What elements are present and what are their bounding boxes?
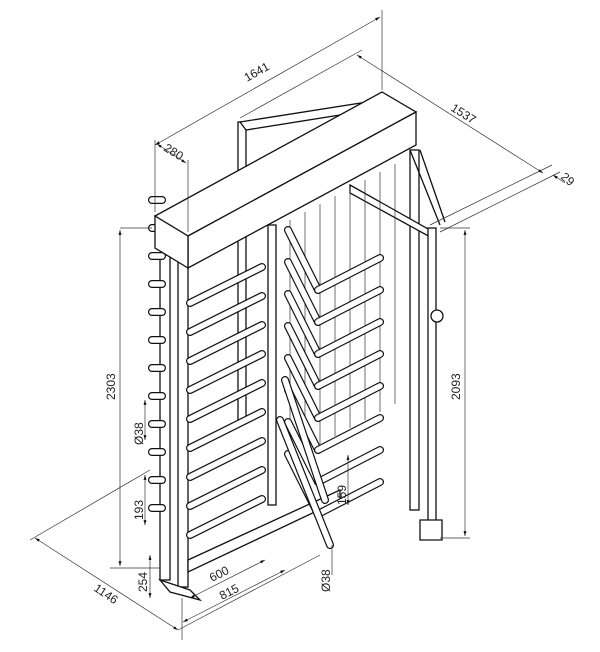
left-arm-bar-fill xyxy=(187,293,265,335)
rotor-bar-fill xyxy=(315,415,383,453)
left-arm-bar-fill xyxy=(187,496,265,538)
dim-600: 600 xyxy=(207,563,231,585)
dim-diameter-left: Ø38 xyxy=(132,422,146,445)
dim-815: 815 xyxy=(217,581,241,603)
rotor-bar-fill xyxy=(285,323,321,389)
dim-2093: 2093 xyxy=(449,373,463,400)
dim-diameter-right: Ø38 xyxy=(319,569,333,592)
left-arm-bar-fill xyxy=(187,438,265,480)
rotor-bar-fill xyxy=(315,447,383,485)
rotor-arm-bars xyxy=(276,226,384,549)
dim-193: 193 xyxy=(132,500,146,520)
left-arm-bar-fill xyxy=(187,264,265,306)
dim-1146: 1146 xyxy=(91,581,120,607)
rotor-bar-fill xyxy=(285,355,321,421)
dim-254: 254 xyxy=(136,572,150,592)
rotor-bar-fill xyxy=(315,255,383,293)
rotor-bar-fill xyxy=(315,351,383,389)
left-arm-bars xyxy=(186,263,266,539)
rotor-bar-lower-fill xyxy=(277,417,333,548)
dim-280: 280 xyxy=(161,141,186,164)
left-arm-bar-fill xyxy=(187,351,265,393)
rotor-bar-fill xyxy=(315,319,383,357)
rotor-bar-fill xyxy=(315,383,383,421)
left-arm-bar-fill xyxy=(187,322,265,364)
rotor-bar-fill xyxy=(285,227,321,293)
dim-159: 159 xyxy=(335,485,349,505)
rotor-bar-fill xyxy=(315,287,383,325)
left-arm-bar-fill xyxy=(187,380,265,422)
dim-2303: 2303 xyxy=(104,373,118,400)
rotor-bar-fill xyxy=(285,259,321,325)
rotor-bar-lower-fill xyxy=(282,377,328,503)
dimension-lines xyxy=(29,10,566,640)
stub-bars xyxy=(148,196,166,512)
left-arm-bar-fill xyxy=(187,467,265,509)
dim-29: 29 xyxy=(558,170,577,190)
rotor-bar-fill xyxy=(285,291,321,357)
left-arm-bar-fill xyxy=(187,409,265,451)
